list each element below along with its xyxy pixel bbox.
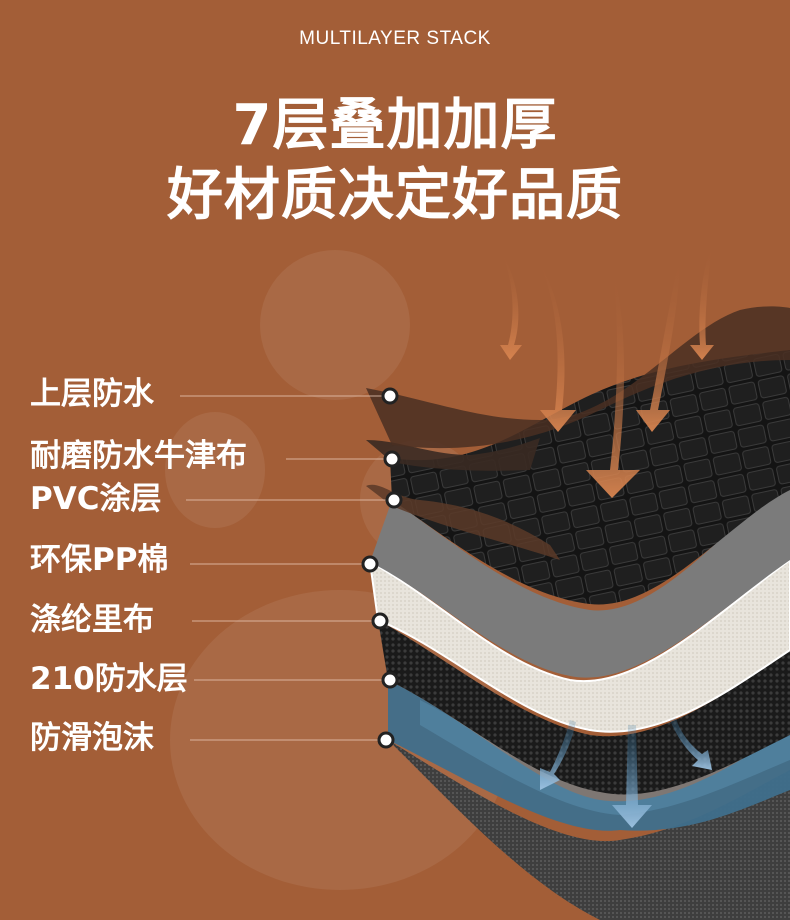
marker-dot xyxy=(385,491,403,509)
layer-label-pvc-coating: PVC涂层 xyxy=(30,481,162,517)
heat-arrows xyxy=(500,245,714,498)
marker-dot xyxy=(377,731,395,749)
headline-line-1: 7层叠加加厚 xyxy=(232,93,558,158)
subtitle: MULTILAYER STACK xyxy=(299,28,491,49)
headline-line-2: 好材质决定好品质 xyxy=(167,163,623,228)
marker-dot xyxy=(383,450,401,468)
marker-dot xyxy=(381,671,399,689)
layer-label-210-waterproof: 210防水层 xyxy=(30,661,188,697)
layer-label-oxford-cloth: 耐磨防水牛津布 xyxy=(30,438,247,474)
layer-label-polyester-lining: 涤纶里布 xyxy=(30,602,154,638)
layer-label-top-waterproof: 上层防水 xyxy=(30,376,154,412)
marker-dot xyxy=(381,387,399,405)
marker-dot xyxy=(371,612,389,630)
layer-label-anti-slip-foam: 防滑泡沫 xyxy=(30,720,154,756)
layer-pp-cotton xyxy=(368,558,790,733)
layer-label-pp-cotton: 环保PP棉 xyxy=(30,542,169,578)
layer-anti-slip-foam xyxy=(388,740,790,920)
layer-pvc-coating xyxy=(366,484,560,560)
layer-oxford-cloth xyxy=(390,350,790,605)
layer-polyester-lining xyxy=(378,620,790,795)
cool-arrows xyxy=(540,718,712,828)
layer-markers xyxy=(361,387,403,749)
leader-lines xyxy=(180,395,388,741)
layer-top-waterproof xyxy=(366,306,790,449)
marker-dot xyxy=(361,555,379,573)
